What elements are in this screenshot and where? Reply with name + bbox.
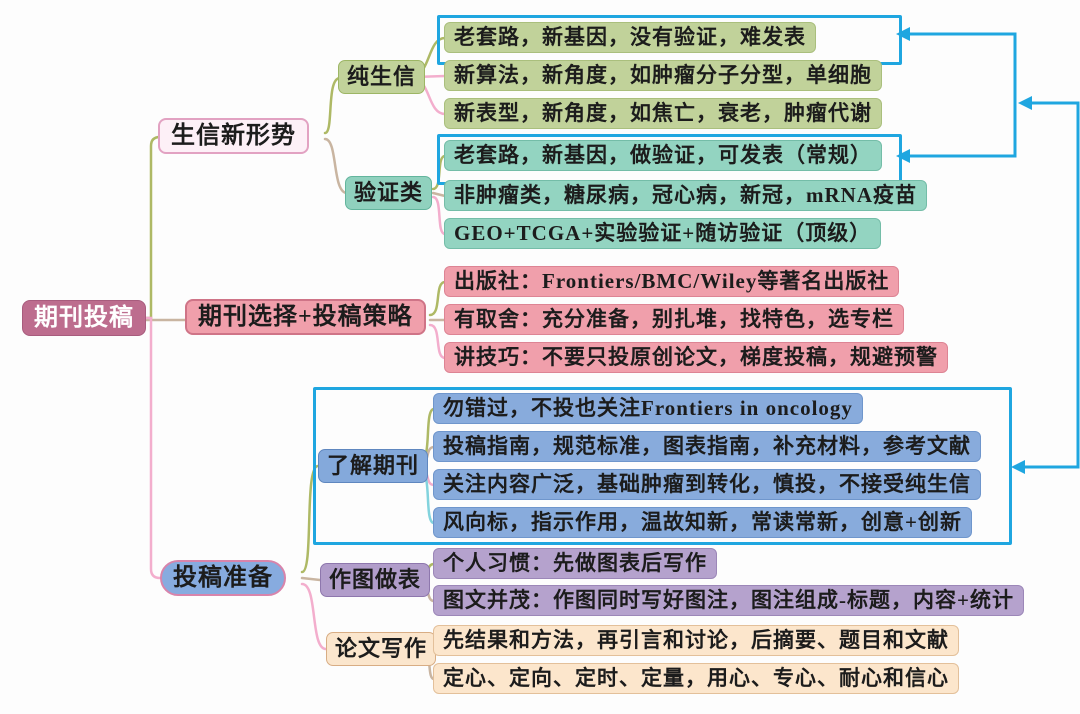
leaf-geo-tcga-validation[interactable]: GEO+TCGA+实验验证+随访验证（顶级） <box>444 218 882 249</box>
leaf-submission-guides[interactable]: 投稿指南，规范标准，图表指南，补充材料，参考文献 <box>433 431 981 462</box>
arrow-link-knowjournal-to-top <box>1024 101 1080 469</box>
leaf-weathervane[interactable]: 风向标，指示作用，温故知新，常读常新，创意+创新 <box>433 507 972 538</box>
branch-node-submission-preparation[interactable]: 投稿准备 <box>160 560 286 596</box>
connector-to-figures-tables <box>300 576 322 582</box>
summary-arrows <box>909 32 1080 469</box>
leaf-publishers[interactable]: 出版社：Frontiers/BMC/Wiley等著名出版社 <box>444 266 900 297</box>
connector-leaf <box>431 191 447 198</box>
arrowheads <box>896 27 1032 474</box>
arrowhead-icon <box>1011 460 1025 474</box>
arrow-link-validation-to-pure <box>909 32 1017 158</box>
leaf-tradeoffs[interactable]: 有取舍：充分准备，别扎堆，找特色，选专栏 <box>444 304 904 335</box>
leaf-techniques[interactable]: 讲技巧：不要只投原创论文，梯度投稿，规避预警 <box>444 342 948 373</box>
connector-root-to-bioinformatics <box>140 135 168 320</box>
connector-leaf <box>431 195 447 236</box>
leaf-frontiers-oncology[interactable]: 勿错过，不投也关注Frontiers in oncology <box>433 393 863 424</box>
arrowhead-icon <box>896 149 910 163</box>
highlight-box-know-journal-group <box>313 387 1012 545</box>
connector-leaf <box>428 323 447 360</box>
leaf-figure-legend[interactable]: 图文并茂：作图同时写好图注，图注组成-标题，内容+统计 <box>433 585 1024 616</box>
arrowhead-icon <box>896 27 910 41</box>
leaf-non-tumor-diseases[interactable]: 非肿瘤类，糖尿病，冠心病，新冠，mRNA疫苗 <box>444 180 927 211</box>
subnode-validation-class[interactable]: 验证类 <box>345 176 433 210</box>
subnode-figures-tables[interactable]: 作图做表 <box>320 563 431 597</box>
subnode-paper-writing[interactable]: 论文写作 <box>326 632 437 666</box>
connector-to-validation-class <box>323 137 349 195</box>
connector-to-paper-writing <box>300 582 328 651</box>
leaf-old-routine-with-validation[interactable]: 老套路，新基因，做验证，可发表（常规） <box>444 140 882 171</box>
leaf-broad-scope[interactable]: 关注内容广泛，基础肿瘤到转化，慎投，不接受纯生信 <box>433 469 981 500</box>
leaf-new-phenotype[interactable]: 新表型，新角度，如焦亡，衰老，肿瘤代谢 <box>444 98 882 129</box>
branch-node-bioinformatics-new-situation[interactable]: 生信新形势 <box>158 118 309 154</box>
arrowhead-icon <box>1018 96 1032 110</box>
root-node-journal-submission[interactable]: 期刊投稿 <box>22 300 146 336</box>
subnode-know-journal[interactable]: 了解期刊 <box>318 449 429 483</box>
leaf-new-algorithm[interactable]: 新算法，新角度，如肿瘤分子分型，单细胞 <box>444 60 882 91</box>
connector-root-to-preparation <box>140 316 165 580</box>
branch-node-journal-choice-strategy[interactable]: 期刊选择+投稿策略 <box>185 299 426 335</box>
connector-to-pure-bioinformatics <box>323 76 342 135</box>
leaf-personal-habit[interactable]: 个人习惯：先做图表后写作 <box>433 548 717 579</box>
leaf-old-routine-no-validation[interactable]: 老套路，新基因，没有验证，难发表 <box>444 22 816 53</box>
subnode-pure-bioinformatics[interactable]: 纯生信 <box>338 60 426 94</box>
leaf-writing-order[interactable]: 先结果和方法，再引言和讨论，后摘要、题目和文献 <box>433 625 959 656</box>
connector-leaf <box>428 280 447 317</box>
leaf-writing-mindset[interactable]: 定心、定向、定时、定量，用心、专心、耐心和信心 <box>433 663 959 694</box>
